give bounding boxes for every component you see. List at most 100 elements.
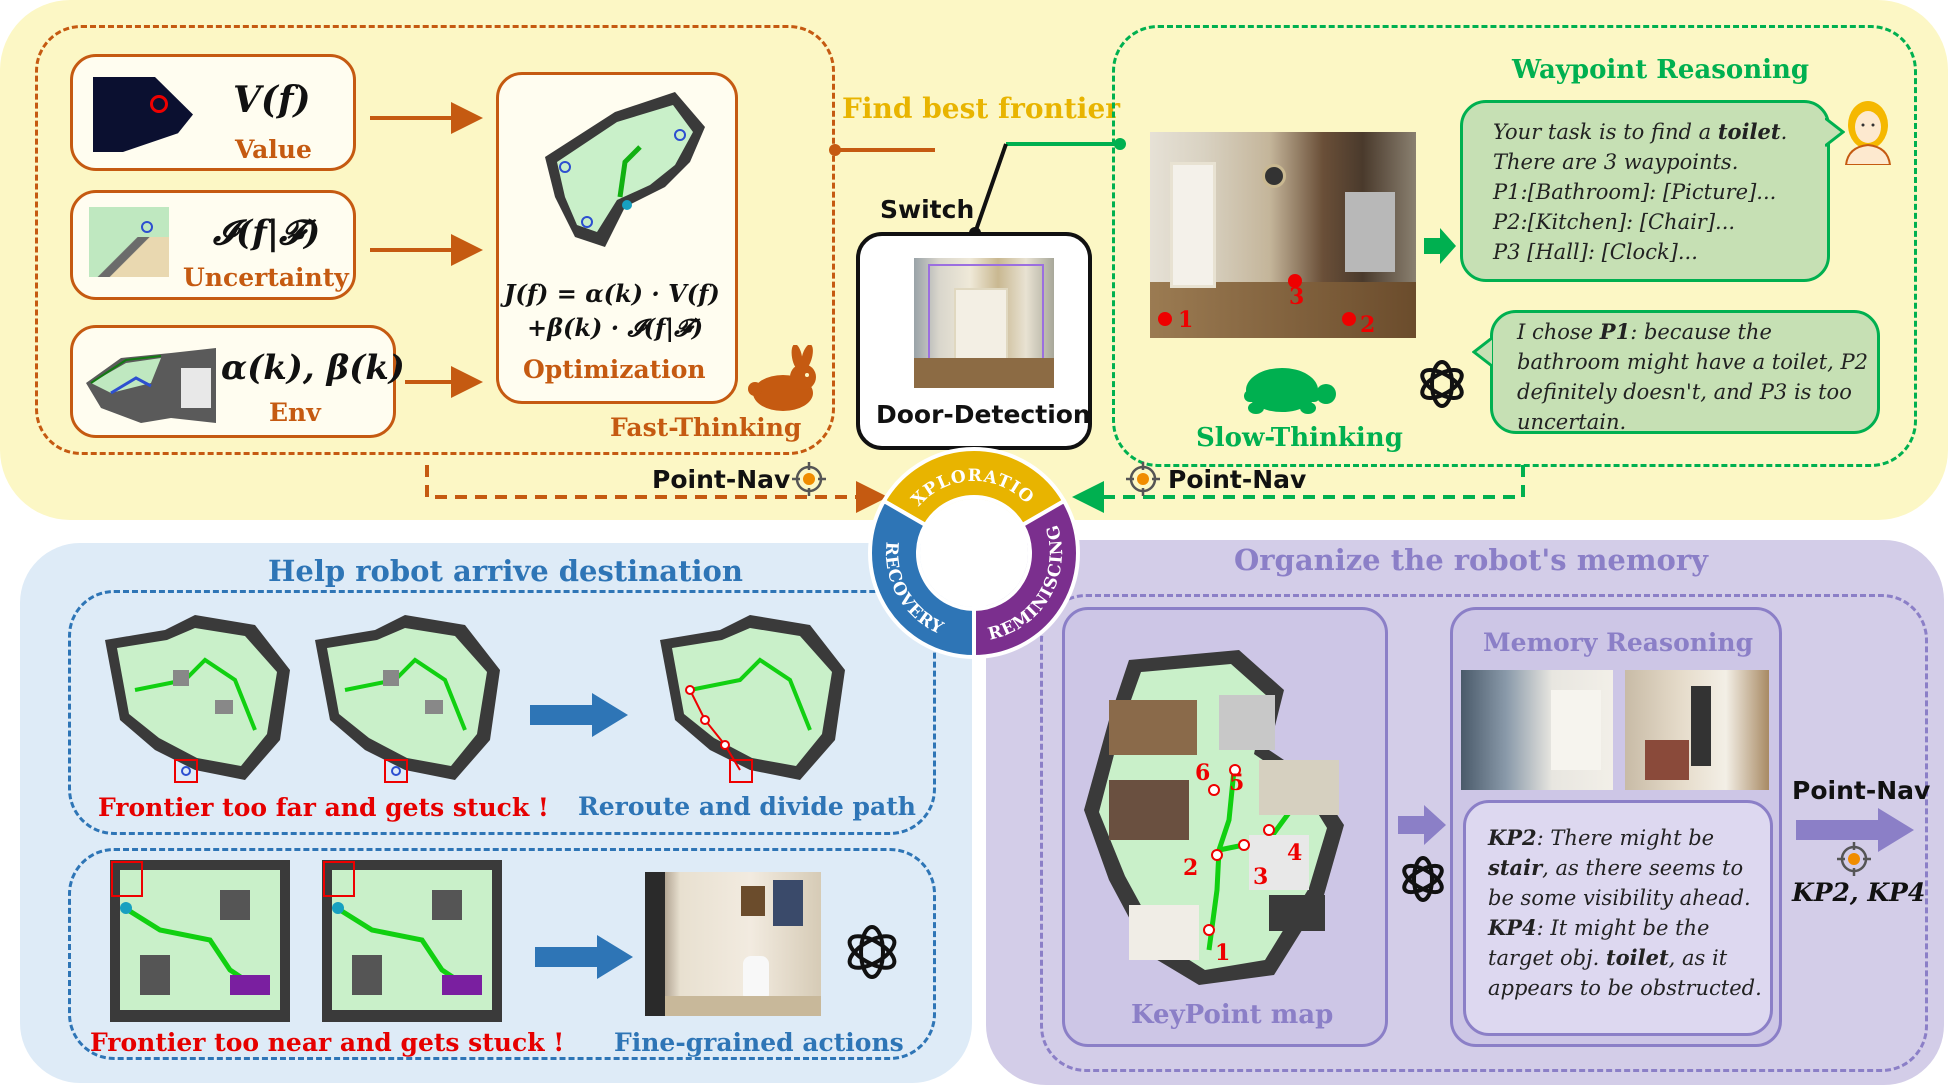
value-label: Value — [235, 135, 312, 164]
env-formula: α(k), β(k) — [221, 348, 405, 388]
recovery-title: Help robot arrive destination — [268, 554, 743, 588]
uncertainty-box: 𝓘(f|𝓕) Uncertainty — [70, 190, 356, 300]
keypoint-number-3: 3 — [1253, 864, 1269, 890]
rabbit-icon — [748, 345, 816, 411]
memory-line-6: appears to be obstructed. — [1488, 976, 1762, 1000]
memory-point-nav-label: Point-Nav — [1792, 776, 1931, 805]
keypoint-number-6: 6 — [1195, 760, 1211, 786]
env-label: Env — [269, 398, 321, 427]
openai-logo-icon — [1420, 360, 1464, 408]
uncertainty-formula: 𝓘(f|𝓕) — [213, 213, 321, 253]
door-detection-box: Door-Detection — [856, 232, 1092, 450]
door-detection-image — [914, 258, 1054, 388]
ring-segment-recovery — [868, 498, 976, 660]
arrow-right-icon — [535, 935, 633, 979]
answer-bubble: I chose P1: because the bathroom might h… — [1490, 310, 1880, 434]
fast-thinking-region — [35, 25, 835, 455]
find-best-frontier-label: Find best frontier — [842, 92, 1121, 125]
waypoint-marker-2 — [1342, 312, 1356, 326]
answer-bubble-tail — [1472, 338, 1493, 368]
memory-reasoning-title: Memory Reasoning — [1483, 628, 1754, 657]
prompt-line-5: P3 [Hall]: [Clock]... — [1493, 240, 1698, 264]
recovery-map-1 — [105, 615, 290, 783]
memory-reasoning-box: Memory Reasoning KP2: There might be sta… — [1450, 607, 1782, 1047]
keypoint-map-label: KeyPoint map — [1131, 1000, 1334, 1030]
stuck-highlight — [384, 759, 408, 783]
memory-line-3: be some visibility ahead. — [1488, 886, 1751, 910]
value-marker-icon — [150, 95, 168, 113]
memory-line-4: KP4: It might be the — [1488, 915, 1710, 940]
waypoint-scene-image: 1 3 2 — [1150, 132, 1416, 338]
fast-arrows — [370, 102, 483, 398]
waypoint-number-1: 1 — [1178, 307, 1194, 333]
point-nav-arrows — [425, 465, 1525, 513]
case2-caption: Frontier too near and gets stuck ! — [90, 1028, 565, 1057]
env-box: α(k), β(k) Env — [70, 325, 405, 438]
objective-line-1: J(f) = α(k) · V(f) — [504, 279, 720, 308]
stuck-highlight — [174, 759, 198, 783]
value-formula: V(f) — [233, 79, 311, 121]
objective-line-2: +β(k) · 𝓘(f|𝓕) — [527, 313, 704, 342]
door-detection-label: Door-Detection — [876, 400, 1091, 429]
memory-line-1: KP2: There might be — [1488, 825, 1715, 850]
prompt-bubble: Your task is to find a toilet. There are… — [1460, 100, 1830, 282]
waypoint-reasoning-title: Waypoint Reasoning — [1512, 55, 1810, 85]
recovery-map-4 — [322, 860, 502, 1022]
prompt-line-4: P2:[Kitchen]: [Chair]... — [1493, 210, 1736, 234]
reminiscing-title: Organize the robot's memory — [1234, 543, 1708, 577]
recovery-map-2 — [315, 615, 500, 783]
optimization-map — [545, 92, 705, 247]
arrow-right-icon — [530, 693, 628, 737]
optimization-label: Optimization — [523, 355, 706, 384]
memory-line-5: target obj. toilet, as it — [1488, 945, 1728, 970]
target-icon — [1837, 842, 1871, 876]
waypoint-number-3: 3 — [1289, 284, 1305, 310]
openai-logo-icon — [847, 925, 897, 979]
ring-segment-reminiscing — [972, 498, 1080, 660]
switch-label: Switch — [880, 195, 975, 224]
memory-arrow-right-icon — [1796, 808, 1914, 852]
keypoint-number-1: 1 — [1215, 940, 1231, 966]
turtle-icon — [1244, 368, 1336, 414]
keypoint-map-box: 1 2 3 4 5 6 KeyPoint map — [1062, 607, 1388, 1047]
case2-result: Fine-grained actions — [614, 1028, 904, 1057]
env-map-thumbnail — [81, 338, 221, 428]
recovery-case2-region — [68, 848, 936, 1060]
uncertainty-map-thumbnail — [89, 207, 169, 277]
prompt-bubble-tail — [1825, 118, 1845, 148]
openai-logo-icon — [1402, 856, 1444, 902]
memory-targets: KP2, KP4 — [1792, 878, 1926, 907]
slow-thinking-title: Slow-Thinking — [1196, 423, 1403, 453]
stuck-highlight — [111, 861, 143, 897]
case1-caption: Frontier too far and gets stuck ! — [98, 793, 549, 822]
prompt-line-2: There are 3 waypoints. — [1493, 150, 1739, 174]
value-map-thumbnail — [93, 77, 193, 152]
slow-arrow-right-icon — [1424, 228, 1456, 264]
user-avatar-icon — [1844, 101, 1892, 165]
keypoint-number-5: 5 — [1229, 770, 1245, 796]
value-box: V(f) Value — [70, 54, 356, 171]
prompt-line-1: Your task is to find a toilet. — [1493, 119, 1788, 144]
stuck-highlight — [323, 861, 355, 897]
fine-grained-bathroom-image — [645, 872, 821, 1016]
memory-image-toilet — [1625, 670, 1769, 790]
keypoint-number-2: 2 — [1183, 855, 1199, 881]
prompt-line-3: P1:[Bathroom]: [Picture]... — [1493, 180, 1777, 204]
optimization-box: J(f) = α(k) · V(f) +β(k) · 𝓘(f|𝓕) Optimi… — [496, 72, 738, 404]
answer-line-2: bathroom might have a toilet, P2 — [1517, 350, 1868, 374]
keypoint-number-4: 4 — [1287, 840, 1303, 866]
waypoint-marker-1 — [1158, 312, 1172, 326]
reminiscing-region — [1040, 594, 1928, 1072]
keypoint-map — [1084, 650, 1344, 985]
waypoint-number-2: 2 — [1360, 312, 1376, 338]
ring-center — [920, 499, 1028, 607]
recovery-map-rerouted — [660, 615, 845, 783]
memory-line-2: stair, as there seems to — [1488, 855, 1744, 880]
target-icon — [1126, 462, 1160, 496]
uncertainty-label: Uncertainty — [183, 263, 349, 292]
point-nav-left-label: Point-Nav — [652, 465, 791, 494]
memory-reasoning-bubble: KP2: There might be stair, as there seem… — [1463, 800, 1773, 1036]
arrow-right-icon — [1398, 805, 1446, 845]
memory-image-stair — [1461, 670, 1613, 790]
point-nav-right-label: Point-Nav — [1168, 465, 1307, 494]
